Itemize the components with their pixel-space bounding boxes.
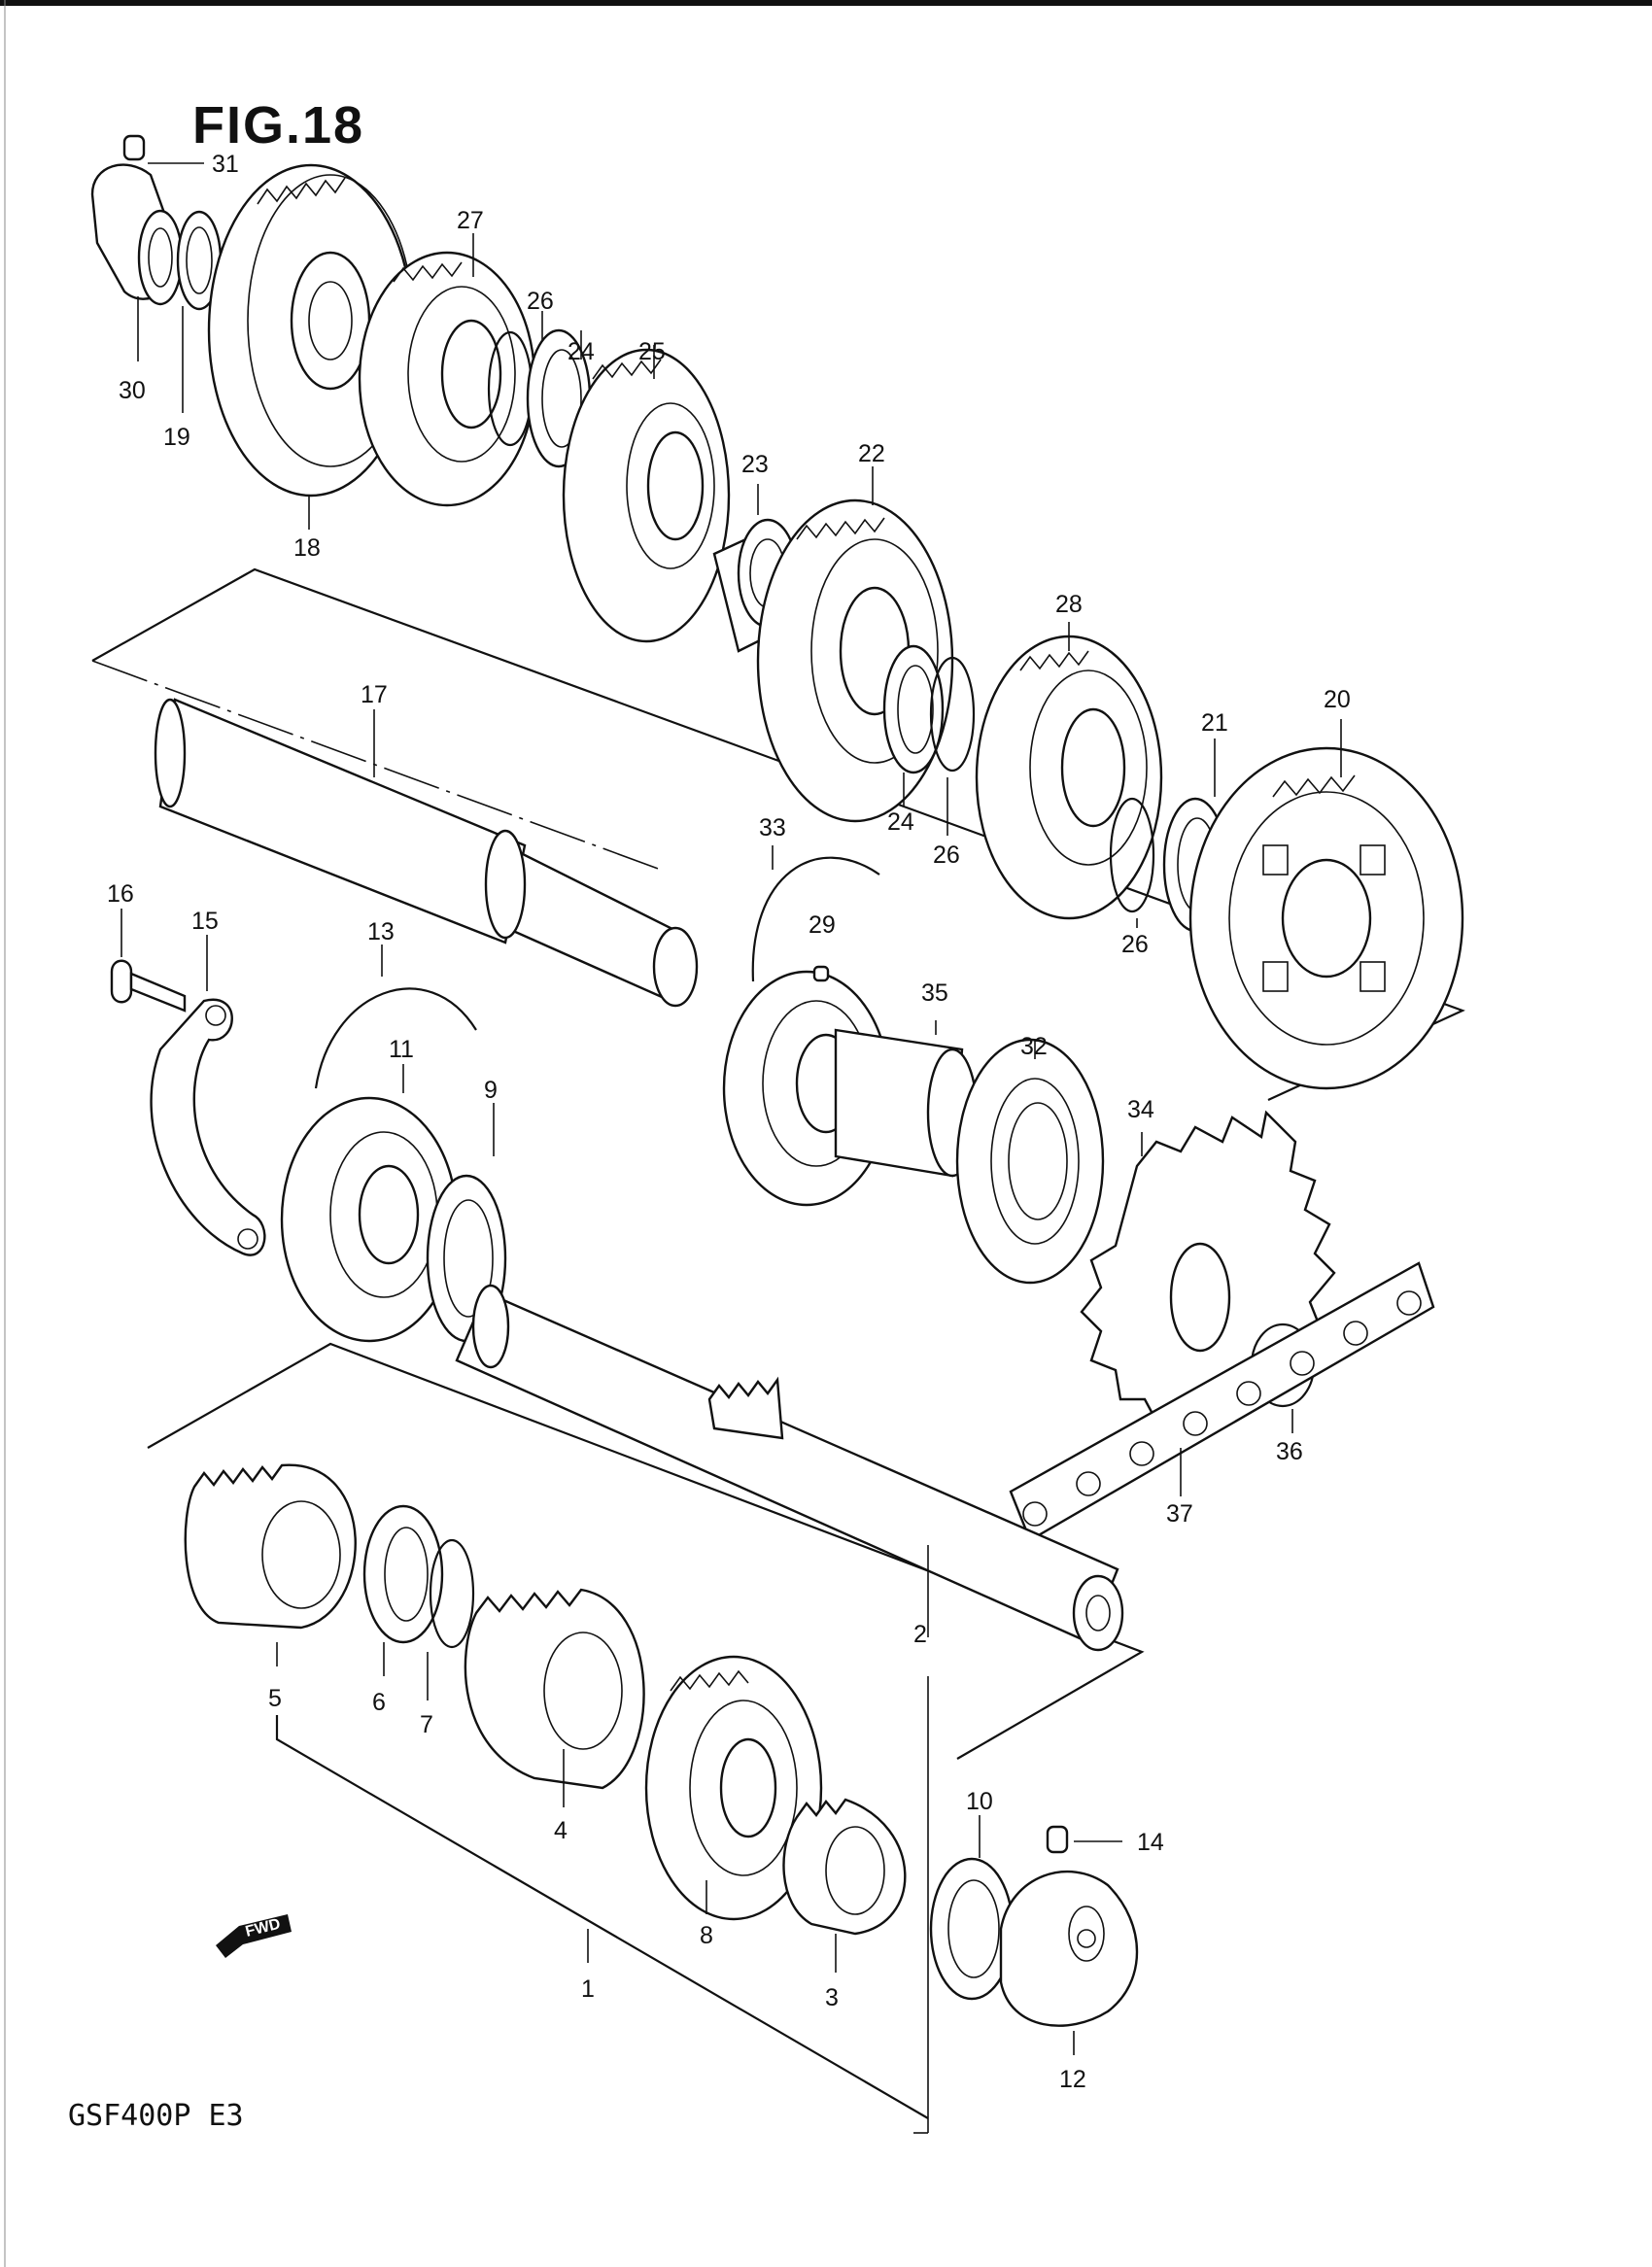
callout-14: 14 — [1137, 1829, 1164, 1856]
callout-30: 30 — [119, 377, 146, 404]
callout-20: 20 — [1324, 686, 1351, 713]
part-31-pin — [122, 134, 204, 164]
forward-arrow-icon: FWD — [216, 1914, 292, 1958]
callout-26b: 26 — [933, 842, 960, 869]
part-2-driveshaft — [455, 1284, 1124, 2134]
callout-18: 18 — [293, 534, 321, 562]
callout-4: 4 — [554, 1817, 568, 1844]
callout-37: 37 — [1166, 1500, 1193, 1528]
callout-11: 11 — [389, 1036, 414, 1063]
part-14-pin — [1046, 1825, 1122, 1854]
callout-15: 15 — [191, 908, 219, 935]
part-27-gear — [358, 233, 536, 507]
callout-6: 6 — [372, 1689, 386, 1716]
model-code: GSF400P E3 — [68, 2099, 244, 2133]
callout-13: 13 — [367, 918, 395, 945]
callout-10: 10 — [966, 1788, 993, 1815]
callout-31: 31 — [212, 151, 239, 178]
callout-29: 29 — [809, 911, 836, 939]
part-4-gear — [464, 1588, 645, 1807]
callout-3: 3 — [825, 1984, 839, 2011]
callout-24b: 24 — [887, 808, 914, 836]
callout-22: 22 — [858, 440, 885, 467]
part-37-drive-chain — [1009, 1261, 1435, 1542]
callout-26c: 26 — [1121, 931, 1149, 958]
part-33-circlip — [751, 845, 880, 982]
part-17-countershaft — [154, 698, 699, 1008]
callout-33: 33 — [759, 814, 786, 842]
callout-26: 26 — [527, 288, 554, 315]
callout-32: 32 — [1020, 1033, 1048, 1060]
callout-21: 21 — [1201, 709, 1228, 737]
callout-35: 35 — [921, 979, 948, 1007]
callout-7: 7 — [420, 1711, 433, 1738]
callout-17: 17 — [361, 681, 388, 708]
part-8-gear — [644, 1655, 823, 1921]
part-24-washer — [882, 644, 945, 807]
callout-34: 34 — [1127, 1096, 1154, 1123]
part-1-group-bracket — [275, 1715, 929, 2119]
callout-5: 5 — [268, 1685, 282, 1712]
part-5-gear — [184, 1463, 357, 1666]
callout-25: 25 — [638, 338, 666, 365]
part-28-gear — [975, 622, 1163, 920]
callout-2: 2 — [913, 1621, 927, 1648]
callout-36: 36 — [1276, 1438, 1303, 1465]
callout-16: 16 — [107, 880, 134, 908]
driveshaft-group-outline — [147, 1342, 1145, 1760]
callout-labels: 31 30 19 18 27 26 24 25 23 22 28 21 20 1… — [107, 151, 1351, 2093]
part-26-circlip — [929, 656, 976, 836]
callout-1: 1 — [581, 1975, 595, 2003]
callout-24: 24 — [568, 338, 595, 365]
part-15-plate — [150, 935, 266, 1256]
callout-9: 9 — [484, 1077, 498, 1104]
part-16-bolt — [110, 909, 187, 1013]
callout-19: 19 — [163, 424, 190, 451]
part-32-oil-seal — [955, 1038, 1105, 1285]
callout-23: 23 — [741, 451, 769, 478]
part-35-spacer — [834, 1020, 979, 1178]
part-11-bearing — [280, 1064, 459, 1343]
part-12-bearing — [999, 1870, 1139, 2055]
part-26-circlip — [1109, 797, 1155, 928]
figure-title: FIG.18 — [192, 96, 365, 155]
part-3-bushing — [782, 1798, 907, 1973]
part-30-bearing — [90, 163, 184, 361]
part-7-circlip — [427, 1538, 475, 1700]
part-6-bushing — [362, 1504, 444, 1676]
part-25-gear — [562, 345, 731, 643]
callout-8: 8 — [700, 1922, 713, 1949]
part-20-gear — [1188, 719, 1464, 1090]
callout-28: 28 — [1055, 591, 1083, 618]
part-13-circlip — [314, 945, 477, 1089]
callout-27: 27 — [457, 207, 484, 234]
callout-12: 12 — [1059, 2066, 1086, 2093]
part-19-washer — [176, 210, 223, 413]
